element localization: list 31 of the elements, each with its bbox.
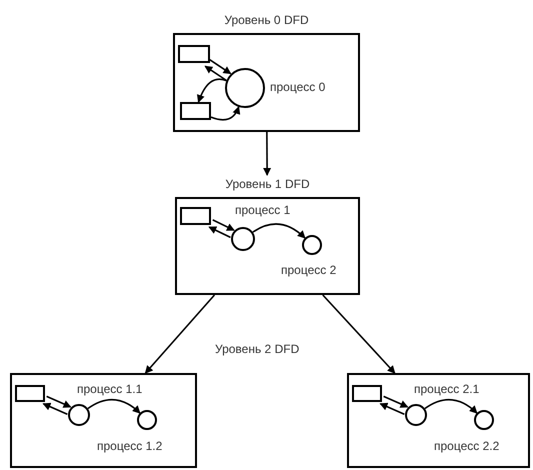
arrow: [252, 223, 306, 239]
level-heading: Уровень 2 DFD: [215, 342, 300, 356]
process-label: процесс 1.2: [97, 439, 162, 453]
arrow: [379, 402, 405, 415]
external-entity-box: [178, 45, 210, 63]
arrow: [208, 226, 231, 238]
arrow: [212, 219, 235, 231]
process-label: процесс 2.1: [414, 382, 480, 396]
arrow: [383, 396, 408, 408]
process-label: процесс 2.2: [434, 439, 500, 453]
process-label: процесс 1: [235, 203, 290, 217]
external-entity-box: [15, 385, 45, 402]
arrow: [46, 396, 72, 408]
arrow: [424, 398, 478, 414]
arrow: [144, 294, 216, 374]
arrow: [204, 66, 227, 81]
arrow: [322, 294, 396, 374]
arrow: [42, 402, 68, 415]
external-entity-box: [180, 102, 211, 120]
process-label: процесс 2: [281, 263, 336, 277]
arrow: [209, 59, 232, 74]
level-heading: Уровень 1 DFD: [224, 177, 311, 191]
process-label: процесс 0: [270, 80, 326, 94]
arrow: [210, 106, 240, 121]
arrow: [263, 132, 272, 176]
process-label: процесс 1.1: [77, 382, 142, 396]
arrow: [197, 78, 227, 103]
level-heading: Уровень 0 DFD: [223, 13, 310, 27]
external-entity-box: [180, 207, 211, 225]
arrow: [87, 398, 141, 414]
external-entity-box: [352, 385, 382, 402]
